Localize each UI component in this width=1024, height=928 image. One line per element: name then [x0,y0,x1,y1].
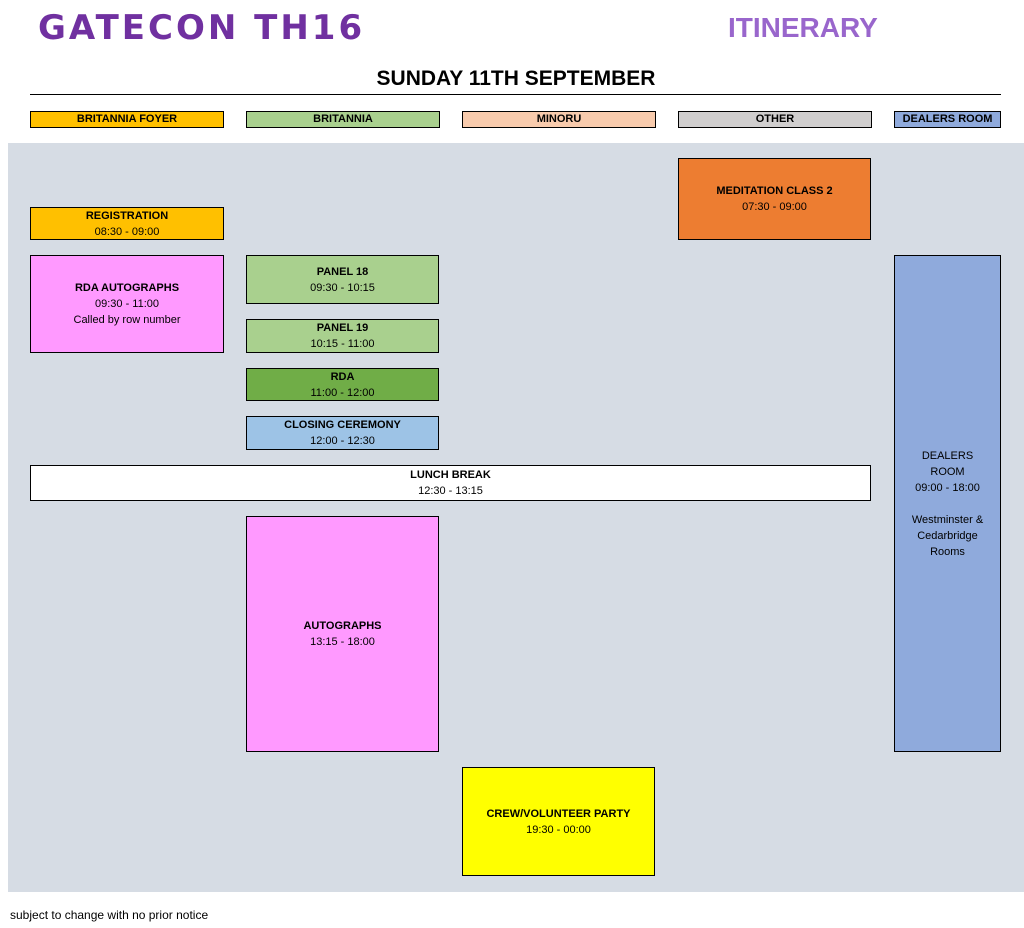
event-note-line-1: Westminster & [911,513,984,526]
event-crew-volunteer-party: CREW/VOLUNTEER PARTY 19:30 - 00:00 [462,767,655,876]
title-divider [30,94,1001,95]
event-title: CREW/VOLUNTEER PARTY [486,807,631,820]
event-time: 09:30 - 11:00 [94,298,159,310]
event-title: CLOSING CEREMONY [284,419,401,431]
footer-disclaimer: subject to change with no prior notice [10,908,209,922]
room-header-britannia-foyer: BRITANNIA FOYER [30,111,224,128]
event-autographs: AUTOGRAPHS 13:15 - 18:00 [246,516,439,752]
event-panel-19: PANEL 19 10:15 - 11:00 [246,319,439,353]
event-title: REGISTRATION [85,209,169,222]
event-time: 10:15 - 11:00 [310,338,375,350]
event-title: LUNCH BREAK [410,469,491,481]
event-time: 09:30 - 10:15 [310,281,375,294]
room-header-other: OTHER [678,111,872,128]
event-note-line-3: Rooms [930,545,965,558]
event-meditation-class: MEDITATION CLASS 2 07:30 - 09:00 [678,158,871,240]
event-title: PANEL 19 [316,322,369,334]
event-logo: GATECON TH16 [38,8,366,48]
event-title-line-2: ROOM [930,465,965,478]
room-header-dealers-room: DEALERS ROOM [894,111,1001,128]
event-title: PANEL 18 [316,265,369,278]
event-title: RDA AUTOGRAPHS [74,282,180,294]
room-header-britannia: BRITANNIA [246,111,440,128]
event-title-line-1: DEALERS [921,449,974,462]
event-rda: RDA 11:00 - 12:00 [246,368,439,401]
event-time: 12:30 - 13:15 [418,485,483,497]
room-header-minoru: MINORU [462,111,656,128]
event-lunch-break: LUNCH BREAK 12:30 - 13:15 [30,465,871,501]
event-time: 11:00 - 12:00 [310,386,375,399]
event-note-line-2: Cedarbridge [917,529,978,542]
day-title: SUNDAY 11TH SEPTEMBER [376,67,656,90]
event-title: MEDITATION CLASS 2 [716,185,833,197]
event-registration: REGISTRATION 08:30 - 09:00 [30,207,224,240]
event-rda-autographs: RDA AUTOGRAPHS 09:30 - 11:00 Called by r… [30,255,224,353]
event-time: 12:00 - 12:30 [310,435,375,447]
event-title: RDA [330,370,355,383]
event-title: AUTOGRAPHS [303,620,382,632]
event-time: 13:15 - 18:00 [310,636,375,648]
event-closing-ceremony: CLOSING CEREMONY 12:00 - 12:30 [246,416,439,450]
event-panel-18: PANEL 18 09:30 - 10:15 [246,255,439,304]
event-time: 07:30 - 09:00 [742,201,807,213]
event-time: 08:30 - 09:00 [94,225,160,238]
event-time: 09:00 - 18:00 [915,481,980,494]
event-note: Called by row number [73,314,181,326]
event-dealers-room: DEALERS ROOM 09:00 - 18:00 Westminster &… [894,255,1001,752]
event-time: 19:30 - 00:00 [526,823,591,836]
itinerary-heading: ITINERARY [728,12,878,43]
